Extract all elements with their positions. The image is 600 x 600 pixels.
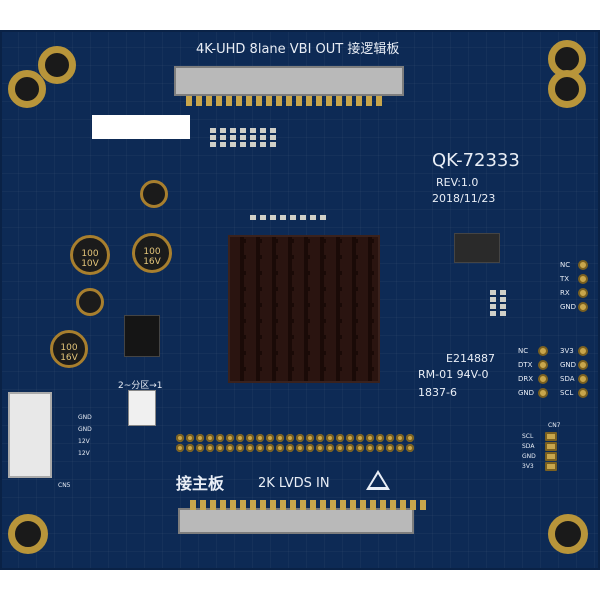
cn7-label: CN7 (548, 422, 561, 429)
switch-label: 2~分区→1 (118, 381, 163, 391)
bottom-fpc-connector (178, 508, 414, 534)
pcb-board: 4K-UHD 8lane VBI OUT 接逻辑板 QK-72333 REV:1… (0, 30, 600, 570)
ul-mark: E214887 (446, 352, 495, 365)
resistor-array-right (490, 290, 506, 316)
debug-pads-left (538, 346, 548, 398)
bottom-connector-pins (190, 500, 426, 510)
revision-label: REV:1.0 (436, 176, 479, 189)
cn5-label: CN5 (58, 482, 71, 489)
main-board-label: 接主板 (176, 474, 225, 493)
uart-labels: NC TX RX GND (560, 261, 577, 311)
top-title: 4K-UHD 8lane VBI OUT 接逻辑板 (196, 42, 400, 57)
date-code: 1837-6 (418, 386, 457, 399)
uart-pads (578, 260, 588, 312)
capacitor-ec2: 100 16V (132, 233, 172, 273)
debug-labels-right: 3V3 GND SDA SCL (560, 347, 577, 397)
ic-u5 (124, 315, 160, 357)
capacitor-small-1 (140, 180, 168, 208)
redaction-box (92, 115, 190, 139)
dip-switch-sw1 (128, 390, 156, 426)
model-label: QK-72333 (432, 150, 520, 171)
mounting-hole-top-left-1 (38, 46, 76, 84)
resistor-array-center (250, 215, 326, 220)
rating-label: RM-01 94V-0 (418, 368, 489, 381)
mounting-hole-top-right-2 (548, 70, 586, 108)
power-connector-cn5 (8, 392, 52, 478)
debug-pads-right (578, 346, 588, 398)
resistor-array-top (210, 128, 276, 147)
capacitor-small-2 (76, 288, 104, 316)
top-fpc-connector (174, 66, 404, 96)
mounting-hole-bottom-left-1 (8, 514, 48, 554)
power-pin-labels: GND GND 12V 12V (78, 414, 92, 457)
lvds-header-pins (176, 434, 415, 452)
capacitor-ec1: 100 10V (70, 235, 110, 275)
mounting-hole-top-left-2 (8, 70, 46, 108)
capacitor-ec3: 100 16V (50, 330, 88, 368)
mounting-hole-bottom-right-1 (548, 514, 588, 554)
ic-u2-regulator (454, 233, 500, 263)
top-connector-pins (186, 96, 382, 106)
date-label: 2018/11/23 (432, 192, 496, 205)
cn7-pin-labels: SCL SDA GND 3V3 (522, 433, 536, 470)
debug-labels-left: NC DTX DRX GND (518, 347, 535, 397)
warning-triangle-icon (366, 470, 390, 490)
heatsink (228, 235, 380, 383)
cn7-pads (545, 432, 557, 471)
lvds-in-label: 2K LVDS IN (258, 476, 330, 491)
